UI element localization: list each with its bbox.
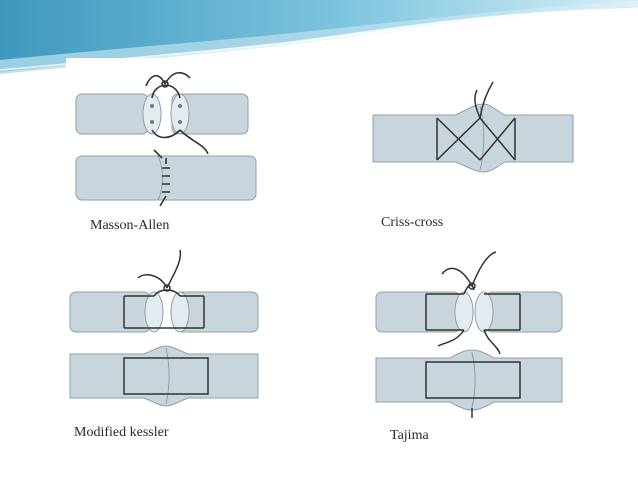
- criss-cross-figure: Criss-cross: [355, 80, 587, 244]
- masson-allen-bottom-tendon: [75, 155, 257, 201]
- masson-allen-caption: Masson-Allen: [90, 218, 170, 233]
- masson-allen-top-suture: [145, 71, 209, 155]
- tajima-top-suture: [425, 251, 521, 355]
- modified-kessler-bottom-tendon: [69, 345, 259, 407]
- criss-cross-tendon: [372, 103, 574, 173]
- criss-cross-suture: [436, 81, 516, 161]
- tajima-figure: Tajima: [360, 246, 580, 446]
- modified-kessler-bottom-suture: [123, 357, 209, 395]
- modified-kessler-diagram: [69, 249, 259, 407]
- masson-allen-diagram: [75, 71, 257, 207]
- modified-kessler-top-tendon: [69, 291, 259, 333]
- criss-cross-diagram: [372, 81, 574, 173]
- tajima-caption: Tajima: [390, 428, 429, 443]
- masson-allen-bottom-suture: [153, 149, 170, 207]
- modified-kessler-figure: Modified kessler: [64, 248, 272, 444]
- criss-cross-caption: Criss-cross: [381, 215, 444, 230]
- modified-kessler-top-suture: [123, 249, 205, 329]
- tajima-top-tendon: [375, 291, 563, 333]
- modified-kessler-caption: Modified kessler: [74, 425, 169, 440]
- tajima-bottom-tendon: [375, 349, 563, 411]
- tajima-bottom-suture: [425, 361, 521, 418]
- masson-allen-figure: Masson-Allen: [66, 58, 271, 248]
- tajima-diagram: [375, 251, 563, 418]
- masson-allen-top-tendon: [75, 93, 249, 135]
